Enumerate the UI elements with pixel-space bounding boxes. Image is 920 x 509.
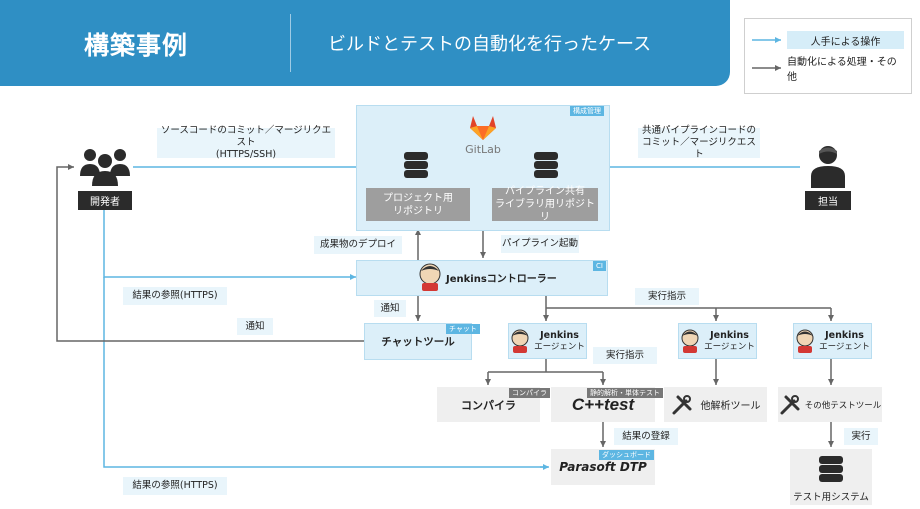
owner-person-icon [811,146,845,188]
test-system-db-icon [819,456,843,482]
label-exec-3: 実行 [844,428,878,445]
compiler-tag: コンパイラ [509,388,550,398]
agent-1-name: Jenkins [540,329,579,341]
tools-icon [780,394,800,414]
chat-tag: チャット [446,324,480,334]
jenkins-agent-2: Jenkins エージェント [678,323,757,359]
gitlab-logo-icon [470,116,496,140]
other-test-label: その他テストツール [804,400,882,411]
developer-group-icon [80,149,130,186]
developer-label: 開発者 [78,191,132,210]
project-repo-db-icon [404,152,428,178]
pipeline-repo-db-icon [534,152,558,178]
compiler-label: コンパイラ [461,398,516,412]
agent-2-name: Jenkins [710,329,749,341]
dtp-label: Parasoft DTP [559,460,647,474]
analysis-label: 他解析ツール [700,401,761,412]
agent-3-sub: エージェント [819,341,870,352]
legend [744,18,912,94]
dtp-tag: ダッシュボード [599,450,654,460]
legend-auto-label: 自動化による処理・その他 [787,57,897,83]
label-notify-2: 通知 [237,318,273,335]
label-result-ref-2: 結果の参照(HTTPS) [123,477,227,495]
cpptest-tag: 静的解析・単体テスト [587,388,663,398]
jenkins-controller-label: Jenkinsコントローラー [446,274,557,285]
jenkins-agent-1-icon [511,329,529,353]
label-commit-dev: ソースコードのコミット／マージリクエスト (HTTPS/SSH) [157,125,335,160]
tools-icon [672,394,691,414]
analysis-box: 他解析ツール [664,387,767,422]
project-repo: プロジェクト用 リポジトリ [366,188,470,221]
other-test-box: その他テストツール [778,387,882,422]
agent-1-sub: エージェント [534,341,585,352]
label-result-ref-1: 結果の参照(HTTPS) [123,287,227,305]
label-deploy: 成果物のデプロイ [314,236,402,254]
agent-3-name: Jenkins [825,329,864,341]
jenkins-agent-3: Jenkins エージェント [793,323,872,359]
jenkins-agent-1: Jenkins エージェント [508,323,587,359]
jenkins-agent-3-icon [796,329,814,353]
label-notify-1: 通知 [374,300,406,317]
gitlab-tag: 構成管理 [570,106,604,116]
header-banner [0,0,730,86]
agent-2-sub: エージェント [704,341,755,352]
legend-manual-label: 人手による操作 [787,31,904,49]
jenkins-agent-2-icon [681,329,699,353]
cpptest-label: C++test [571,394,635,414]
gitlab-logo-text: GitLab [465,143,501,156]
chat-tool-label: チャットツール [381,336,455,348]
label-commit-owner: 共通パイプラインコードの コミット／マージリクエスト [638,125,760,160]
page-subtitle: ビルドとテストの自動化を行ったケース [328,34,652,55]
label-pipeline-start: パイプライン起動 [501,235,579,253]
jenkins-controller-panel [356,260,608,296]
label-exec-2: 実行指示 [593,347,657,364]
arrow-notify-dev [56,164,364,342]
header-divider [290,14,291,72]
test-system-label: テスト用システム [793,492,869,503]
page-title: 構築事例 [84,31,189,60]
label-exec-1: 実行指示 [635,288,699,305]
pipeline-repo: パイプライン共有 ライブラリ用リポジトリ [492,186,598,223]
owner-label: 担当 [805,191,851,210]
label-register: 結果の登録 [614,428,678,445]
arrow-result-ref-2 [103,277,548,468]
jenkins-logo-icon [419,263,441,291]
jenkins-tag: CI [593,261,606,271]
